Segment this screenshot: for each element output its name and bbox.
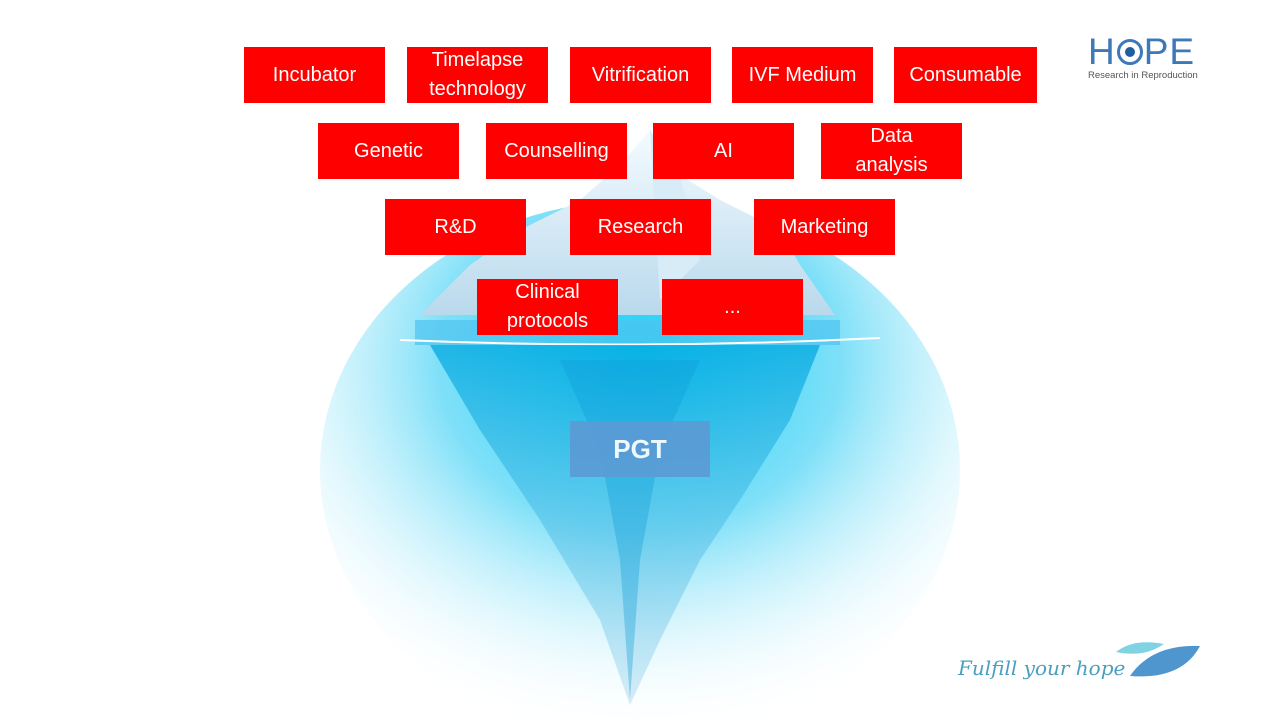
box-rnd: R&D <box>385 199 526 255</box>
box-marketing: Marketing <box>754 199 895 255</box>
box-timelapse-technology: Timelapse technology <box>407 47 548 103</box>
box-incubator: Incubator <box>244 47 385 103</box>
tagline: Fulfill your hope <box>958 656 1126 680</box>
logo-word-start: H <box>1088 31 1116 72</box>
box-clinical-protocols: Clinical protocols <box>477 279 618 335</box>
box-ai: AI <box>653 123 794 179</box>
box-counselling: Counselling <box>486 123 627 179</box>
hope-logo: H PE Research in Reproduction <box>1088 31 1203 82</box>
leaf-logo-icon <box>1116 642 1200 677</box>
box-pgt: PGT <box>570 421 710 477</box>
logo-subtitle: Research in Reproduction <box>1088 70 1198 81</box>
eye-icon <box>1116 39 1143 65</box>
box-more: ... <box>662 279 803 335</box>
box-consumable: Consumable <box>894 47 1037 103</box>
box-vitrification: Vitrification <box>570 47 711 103</box>
box-ivf-medium: IVF Medium <box>732 47 873 103</box>
logo-word-end: PE <box>1143 31 1196 72</box>
box-data-analysis: Data analysis <box>821 123 962 179</box>
box-genetic: Genetic <box>318 123 459 179</box>
box-research: Research <box>570 199 711 255</box>
